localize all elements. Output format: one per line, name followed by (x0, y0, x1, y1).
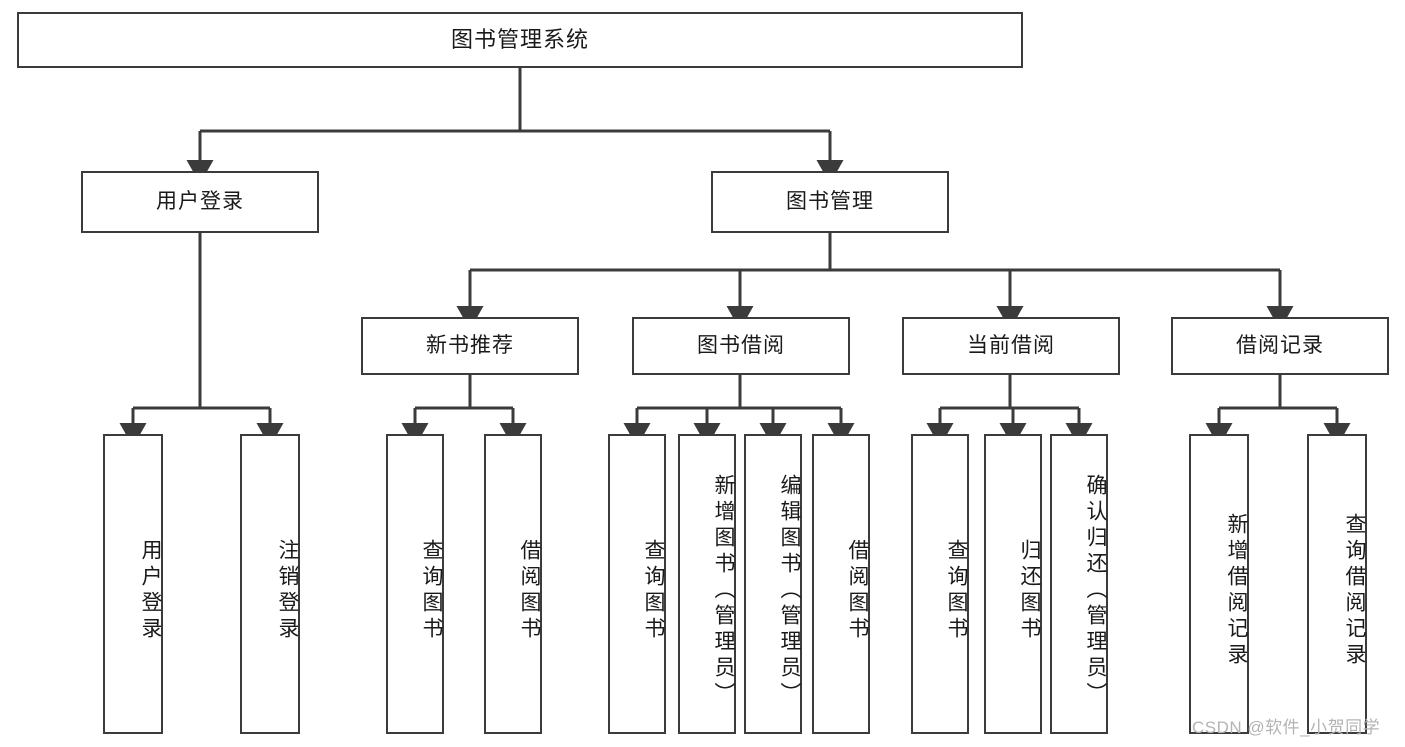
node-level3-4[interactable]: 借阅记录 (1171, 317, 1389, 375)
node-level3-3[interactable]: 当前借阅 (902, 317, 1120, 375)
node-level3-1[interactable]: 新书推荐 (361, 317, 579, 375)
node-level3-label: 图书借阅 (697, 334, 785, 358)
node-level3-label: 当前借阅 (967, 334, 1055, 358)
watermark-label: CSDN @软件_小贺同学 (1192, 718, 1381, 737)
node-leaf-label: 新增图书（管理员） (712, 474, 735, 708)
node-leaf-4[interactable]: 借阅图书 (484, 434, 542, 734)
node-leaf-7[interactable]: 编辑图书（管理员） (744, 434, 802, 734)
node-level2-2[interactable]: 图书管理 (711, 171, 949, 233)
node-leaf-label: 确认归还（管理员） (1084, 474, 1107, 708)
node-leaf-label: 借阅图书 (846, 539, 869, 643)
node-level3-2[interactable]: 图书借阅 (632, 317, 850, 375)
node-leaf-10[interactable]: 归还图书 (984, 434, 1042, 734)
node-leaf-label: 用户登录 (139, 539, 162, 643)
node-leaf-label: 查询图书 (420, 539, 443, 643)
node-leaf-6[interactable]: 新增图书（管理员） (678, 434, 736, 734)
node-leaf-label: 查询图书 (642, 539, 665, 643)
node-level2-label: 图书管理 (786, 190, 874, 214)
node-leaf-12[interactable]: 新增借阅记录 (1189, 434, 1249, 734)
node-leaf-11[interactable]: 确认归还（管理员） (1050, 434, 1108, 734)
node-leaf-3[interactable]: 查询图书 (386, 434, 444, 734)
node-leaf-label: 注销登录 (276, 539, 299, 643)
node-leaf-9[interactable]: 查询图书 (911, 434, 969, 734)
node-leaf-label: 归还图书 (1018, 539, 1041, 643)
node-level3-label: 新书推荐 (426, 334, 514, 358)
node-leaf-label: 新增借阅记录 (1225, 513, 1248, 669)
node-leaf-5[interactable]: 查询图书 (608, 434, 666, 734)
node-root-system[interactable]: 图书管理系统 (17, 12, 1023, 68)
node-level3-label: 借阅记录 (1236, 334, 1324, 358)
node-leaf-label: 查询图书 (945, 539, 968, 643)
node-level2-1[interactable]: 用户登录 (81, 171, 319, 233)
node-leaf-label: 借阅图书 (518, 539, 541, 643)
node-leaf-13[interactable]: 查询借阅记录 (1307, 434, 1367, 734)
node-level2-label: 用户登录 (156, 190, 244, 214)
node-leaf-2[interactable]: 注销登录 (240, 434, 300, 734)
node-leaf-label: 编辑图书（管理员） (778, 474, 801, 708)
node-leaf-8[interactable]: 借阅图书 (812, 434, 870, 734)
node-leaf-1[interactable]: 用户登录 (103, 434, 163, 734)
node-leaf-label: 查询借阅记录 (1343, 513, 1366, 669)
